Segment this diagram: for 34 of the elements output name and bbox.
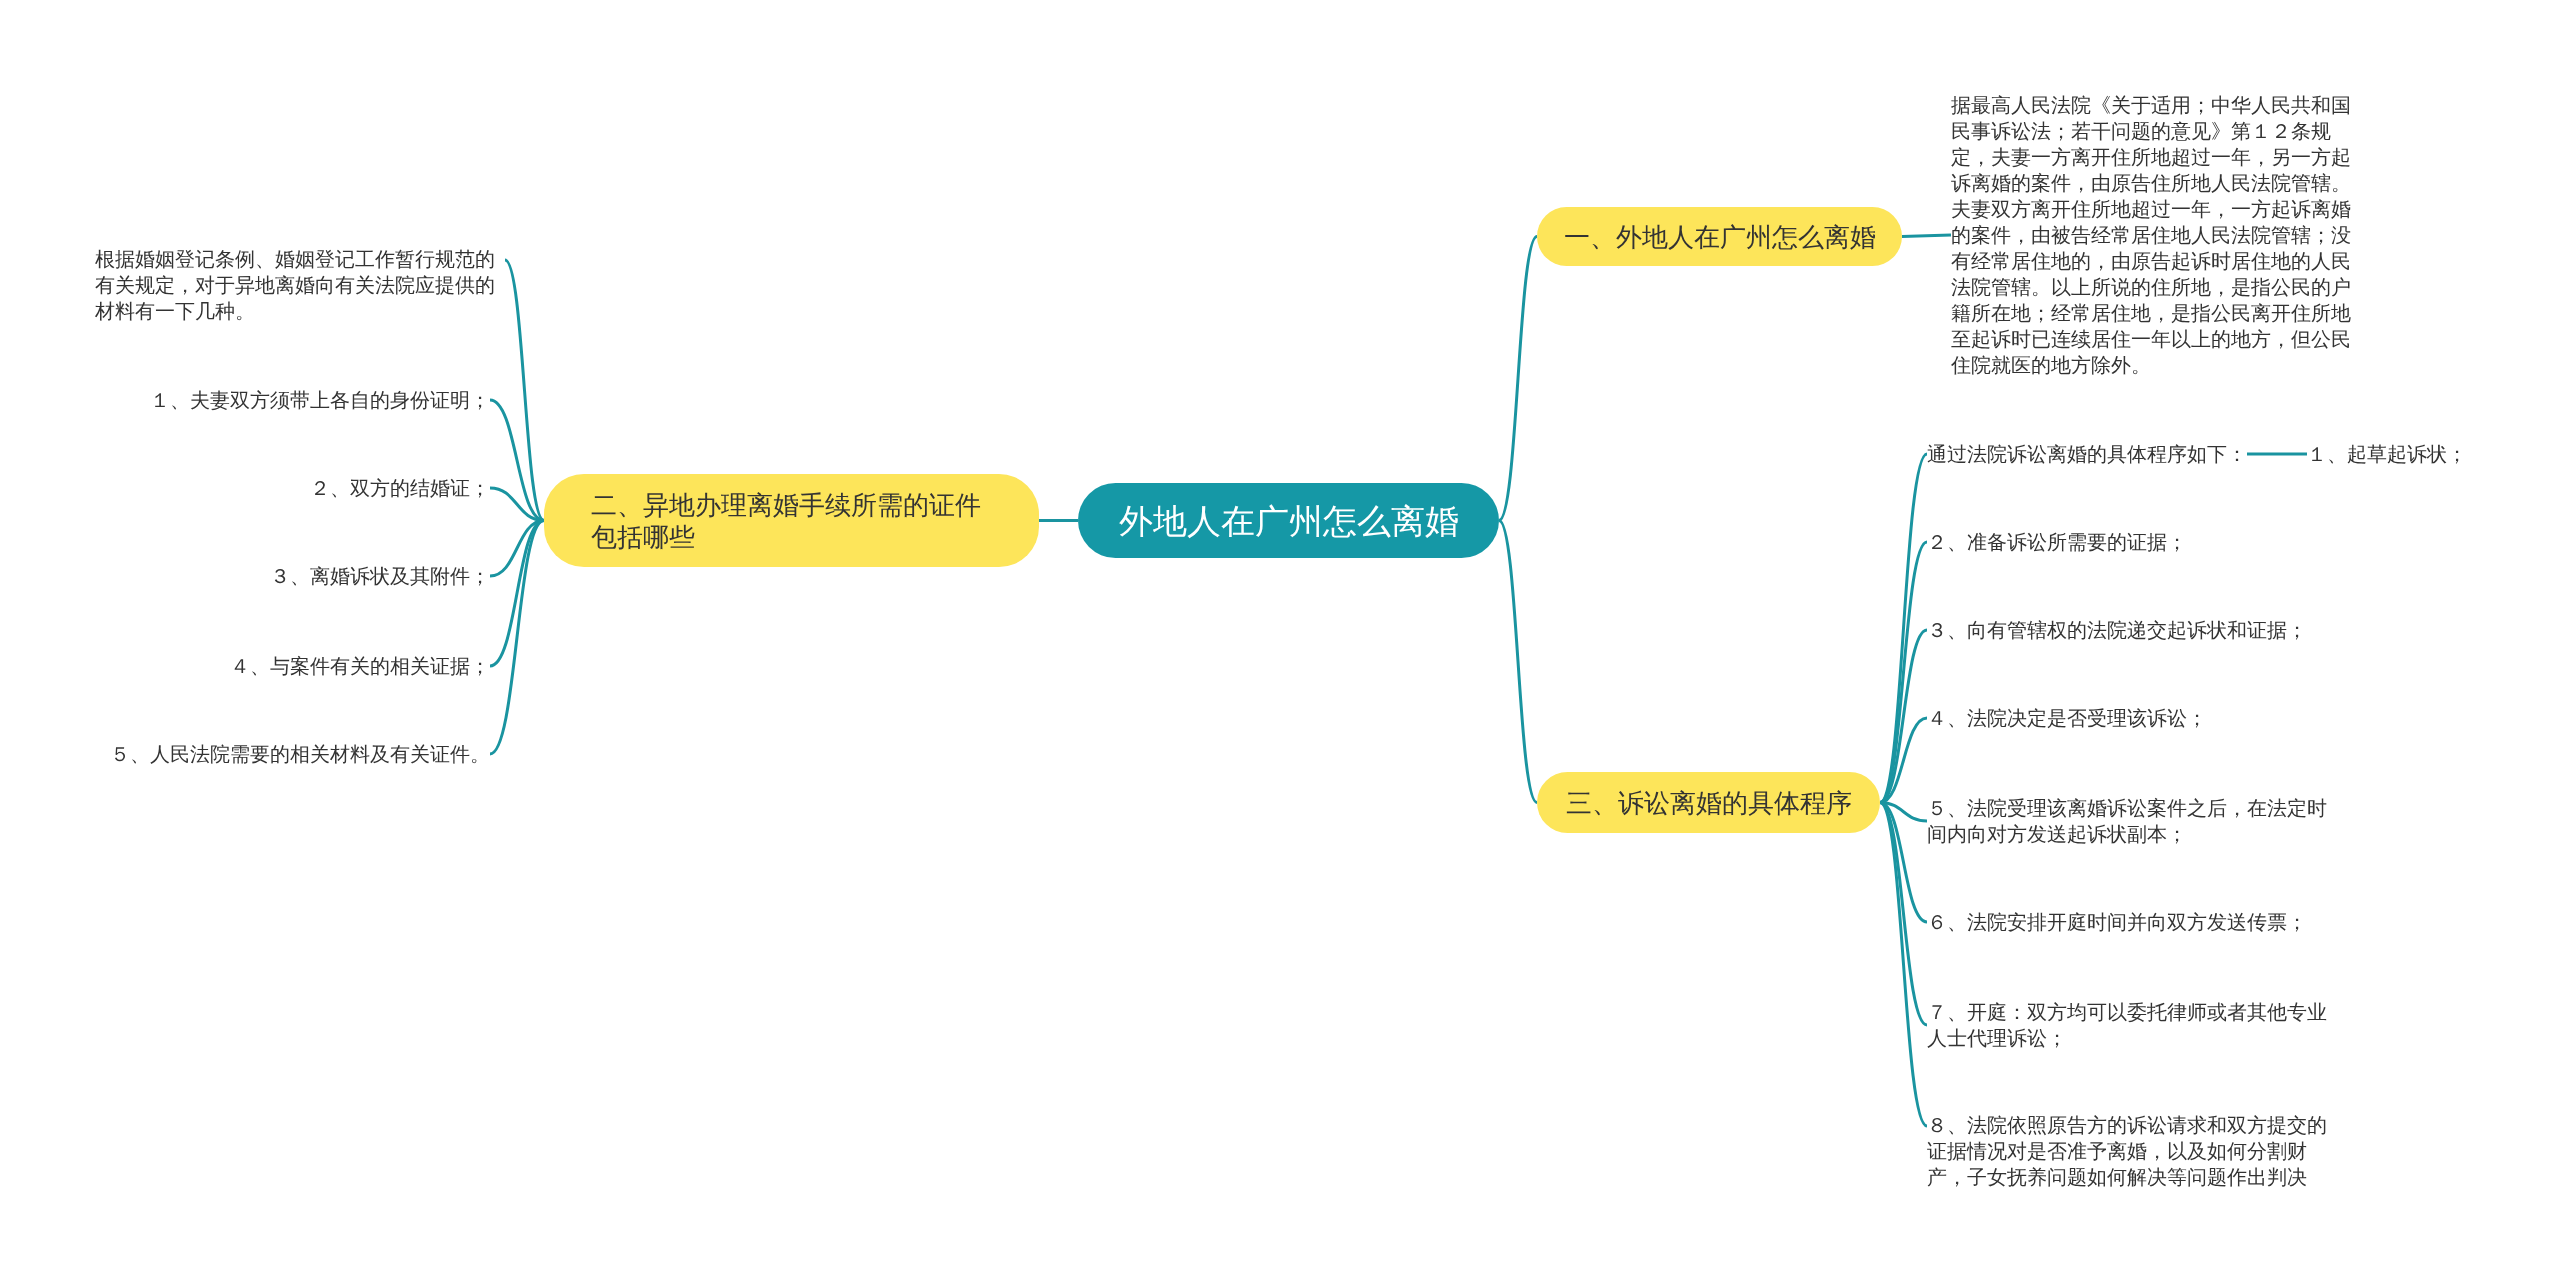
connector xyxy=(489,519,545,668)
leaf-text: ５、人民法院需要的相关材料及有关证件。 xyxy=(60,741,490,767)
leaf-text: ６、法院安排开庭时间并向双方发送传票； xyxy=(1927,909,2332,935)
leaf-text: ２、双方的结婚证； xyxy=(60,475,490,501)
leaf-text: ５、法院受理该离婚诉讼案件之后，在法定时间内向对方发送起诉状副本； xyxy=(1927,795,2332,847)
connector xyxy=(2247,452,2307,456)
topic-box: 三、诉讼离婚的具体程序 xyxy=(1537,772,1880,833)
leaf-text: ３、离婚诉状及其附件； xyxy=(60,563,490,589)
connector xyxy=(1879,801,1928,924)
connector xyxy=(489,519,545,756)
connector xyxy=(1879,716,1928,804)
connector xyxy=(1039,519,1078,522)
leaf-text: ４、与案件有关的相关证据； xyxy=(60,653,490,679)
topic-box: 一、外地人在广州怎么离婚 xyxy=(1537,207,1902,266)
topic-box: 二、异地办理离婚手续所需的证件包括哪些 xyxy=(544,474,1039,567)
connector xyxy=(489,398,545,522)
leaf-text: ２、准备诉讼所需要的证据； xyxy=(1927,529,2332,555)
connector xyxy=(1878,801,1929,1127)
connector xyxy=(503,259,546,522)
leaf-text: １、起草起诉状； xyxy=(2307,441,2467,467)
central-topic: 外地人在广州怎么离婚 xyxy=(1078,483,1499,558)
leaf-text: ４、法院决定是否受理该诉讼； xyxy=(1927,705,2332,731)
connector xyxy=(1878,540,1929,804)
leaf-text: 通过法院诉讼离婚的具体程序如下： xyxy=(1927,441,2247,467)
leaf-text: １、夫妻双方须带上各自的身份证明； xyxy=(60,387,490,413)
leaf-text: 根据婚姻登记条例、婚姻登记工作暂行规范的有关规定，对于异地离婚向有关法院应提供的材料有一下几种。 xyxy=(95,246,505,324)
connector xyxy=(1901,233,1952,238)
leaf-text: ８、法院依照原告方的诉讼请求和双方提交的证据情况对是否准予离婚，以及如何分割财产，子女抚养问题如何解决等问题作出判决 xyxy=(1927,1112,2332,1190)
leaf-text: ３、向有管辖权的法院递交起诉状和证据； xyxy=(1927,617,2332,643)
connector xyxy=(1879,801,1928,1027)
connector xyxy=(1497,235,1539,522)
leaf-text: 据最高人民法院《关于适用；中华人民共和国民事诉讼法；若干问题的意见》第１２条规定，夫妻一方离开住所地超过一年，另一方起诉离婚的案件，由原告住所地人民法院管辖。夫妻双方离开住所地超过一年，一方起诉离婚的案件，由被告经常居住地人民法院管辖；没有经常居住地的，由原告起诉时居住地的人民法院管辖。以上所说的住所地，是指公民的户籍所在地；经常居住地，是指公民离开住所地至起诉时已连续居住一年以上的地方，但公民住院就医的地方除外。 xyxy=(1951,92,2356,378)
connector xyxy=(1497,519,1539,804)
leaf-text: ７、开庭：双方均可以委托律师或者其他专业人士代理诉讼； xyxy=(1927,999,2332,1051)
